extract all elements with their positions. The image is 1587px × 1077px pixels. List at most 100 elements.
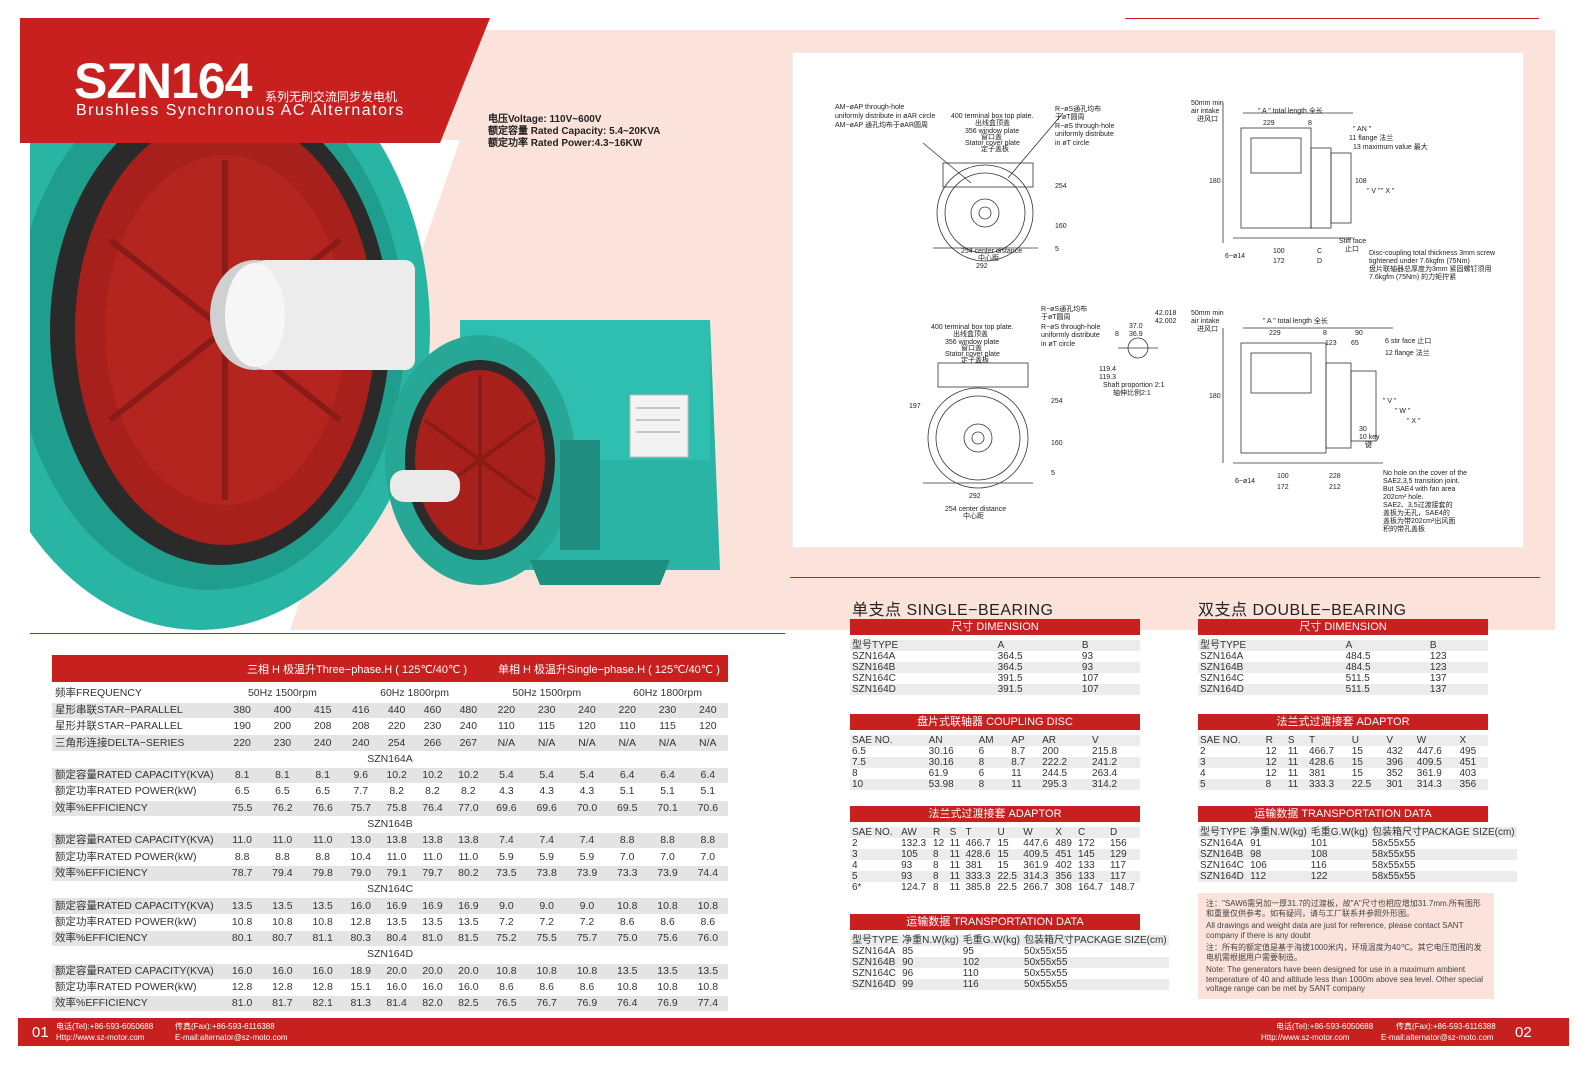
table-cell: 480 <box>450 702 487 720</box>
table-cell: 50x55x55 <box>1022 957 1169 968</box>
d2-dim: 8 <box>1308 120 1312 127</box>
d3-label: 于øT圆周 <box>1041 313 1071 321</box>
table-cell: SZN164A <box>852 946 896 957</box>
table-cell: 16.9 <box>378 897 415 915</box>
table-cell: 7.0 <box>607 848 648 866</box>
d4-label: 10 key <box>1359 434 1380 441</box>
column-header: U <box>1349 735 1385 746</box>
column-header: X <box>1053 827 1076 838</box>
model-title: SZN164 <box>74 53 252 109</box>
column-header: D <box>1107 827 1140 838</box>
table-cell: N/A <box>687 734 728 752</box>
d3-dim: 42.018 <box>1155 310 1177 317</box>
divider <box>790 577 1540 578</box>
d2-dim: 108 <box>1355 178 1367 185</box>
d4-dim: 123 <box>1325 340 1337 347</box>
table-cell: 220 <box>222 734 263 752</box>
footer-web-right[interactable]: Http://www.sz-motor.com <box>1261 1033 1350 1042</box>
table-cell: 10.2 <box>450 767 487 785</box>
table-cell: 7.0 <box>687 848 728 866</box>
d4-dim: 6−ø14 <box>1235 478 1255 485</box>
row-label: 额定容量RATED CAPACITY(KVA) <box>52 832 222 850</box>
table-cell: SZN164C <box>852 968 896 979</box>
table-cell: 230 <box>262 734 303 752</box>
table-cell: 81.0 <box>222 995 263 1013</box>
table-cell: 75.0 <box>607 930 648 948</box>
table-cell: 409.5 <box>1021 849 1054 860</box>
d1-label: uniformly distribute <box>1055 131 1114 138</box>
table-cell: 99 <box>900 979 961 990</box>
table-cell: SZN164D <box>1198 684 1344 695</box>
table-cell: 79.0 <box>342 865 379 883</box>
table-cell: 8.2 <box>378 783 415 801</box>
table-cell: 240 <box>450 718 487 736</box>
row-label: 额定容量RATED CAPACITY(KVA) <box>52 897 222 915</box>
table-cell: 8.6 <box>647 914 688 931</box>
column-header: 净重N.W(kg) <box>1248 827 1309 838</box>
d4-note: 盖板为无孔，SAE4的 <box>1383 508 1450 517</box>
d4-label: 6 stir face 止口 <box>1385 336 1431 345</box>
d4-note: No hole on the cover of the <box>1383 470 1467 477</box>
frequency-cell: 60Hz 1800rpm <box>342 686 487 703</box>
table-cell: 81.4 <box>378 995 415 1013</box>
table-cell: 10.8 <box>566 963 608 980</box>
table-cell: 381 <box>965 860 983 871</box>
table-cell: 76.9 <box>647 995 688 1013</box>
table-cell: 451 <box>1053 849 1076 860</box>
d2-dim: C <box>1317 248 1322 255</box>
table-cell: 12 <box>933 838 945 849</box>
table-cell: 5.1 <box>607 783 648 801</box>
table-cell: 10.8 <box>687 897 728 915</box>
table-cell: 6 <box>978 746 985 757</box>
table-cell: 403 <box>1459 768 1477 779</box>
table-cell: 301 <box>1384 779 1415 790</box>
table-cell: 93 <box>901 860 913 871</box>
table-cell: 495 <box>1459 746 1477 757</box>
table-cell: 8 <box>931 871 948 882</box>
d3-label: R−øS通孔均布 <box>1041 304 1087 313</box>
table-cell: 69.6 <box>486 800 527 817</box>
note-cn-1: 注："SAW6需另加一厚31.7的过渡板，故"A"尺寸也相应增加31.7mm.所… <box>1206 899 1481 918</box>
table-cell: 8.8 <box>222 848 263 866</box>
table-cell: 98 <box>1248 849 1309 860</box>
table-cell: 15 <box>1351 768 1363 779</box>
table-cell: 451 <box>1457 757 1488 768</box>
table-cell: 244.5 <box>1042 768 1068 779</box>
d3-dim: 42.002 <box>1155 318 1177 325</box>
table-cell: 489 <box>1055 838 1072 849</box>
model-row: SZN164A <box>52 751 728 768</box>
table-cell: 8.8 <box>607 832 648 850</box>
table-cell: 2 <box>852 838 858 849</box>
footer-email-right[interactable]: E-mail:alternator@sz-moto.com <box>1381 1033 1494 1042</box>
table-cell: 230 <box>414 718 451 736</box>
d2-dim: 172 <box>1273 258 1285 265</box>
d1-label: 356 window plate <box>965 128 1019 135</box>
sb-transport-bar: 运输数据 TRANSPORTATION DATA <box>850 914 1140 930</box>
table-cell: 8.6 <box>566 979 608 997</box>
table-cell: 16.9 <box>450 897 487 915</box>
table-cell: 81.0 <box>414 930 451 948</box>
footer-web-left[interactable]: Http://www.sz-motor.com <box>56 1033 145 1042</box>
table-cell: 8 <box>976 757 1010 768</box>
divider <box>30 633 785 634</box>
table-cell: 4.3 <box>486 783 527 801</box>
footer-email-left[interactable]: E-mail:alternator@sz-moto.com <box>175 1033 288 1042</box>
table-cell: 122 <box>1308 871 1371 882</box>
table-cell: SZN164A <box>852 651 896 662</box>
d2-label: Stiff face <box>1339 238 1366 245</box>
d4-dim: 212 <box>1329 484 1341 491</box>
table-cell: 70.0 <box>566 800 608 817</box>
table-cell: 164.7 <box>1078 882 1104 893</box>
